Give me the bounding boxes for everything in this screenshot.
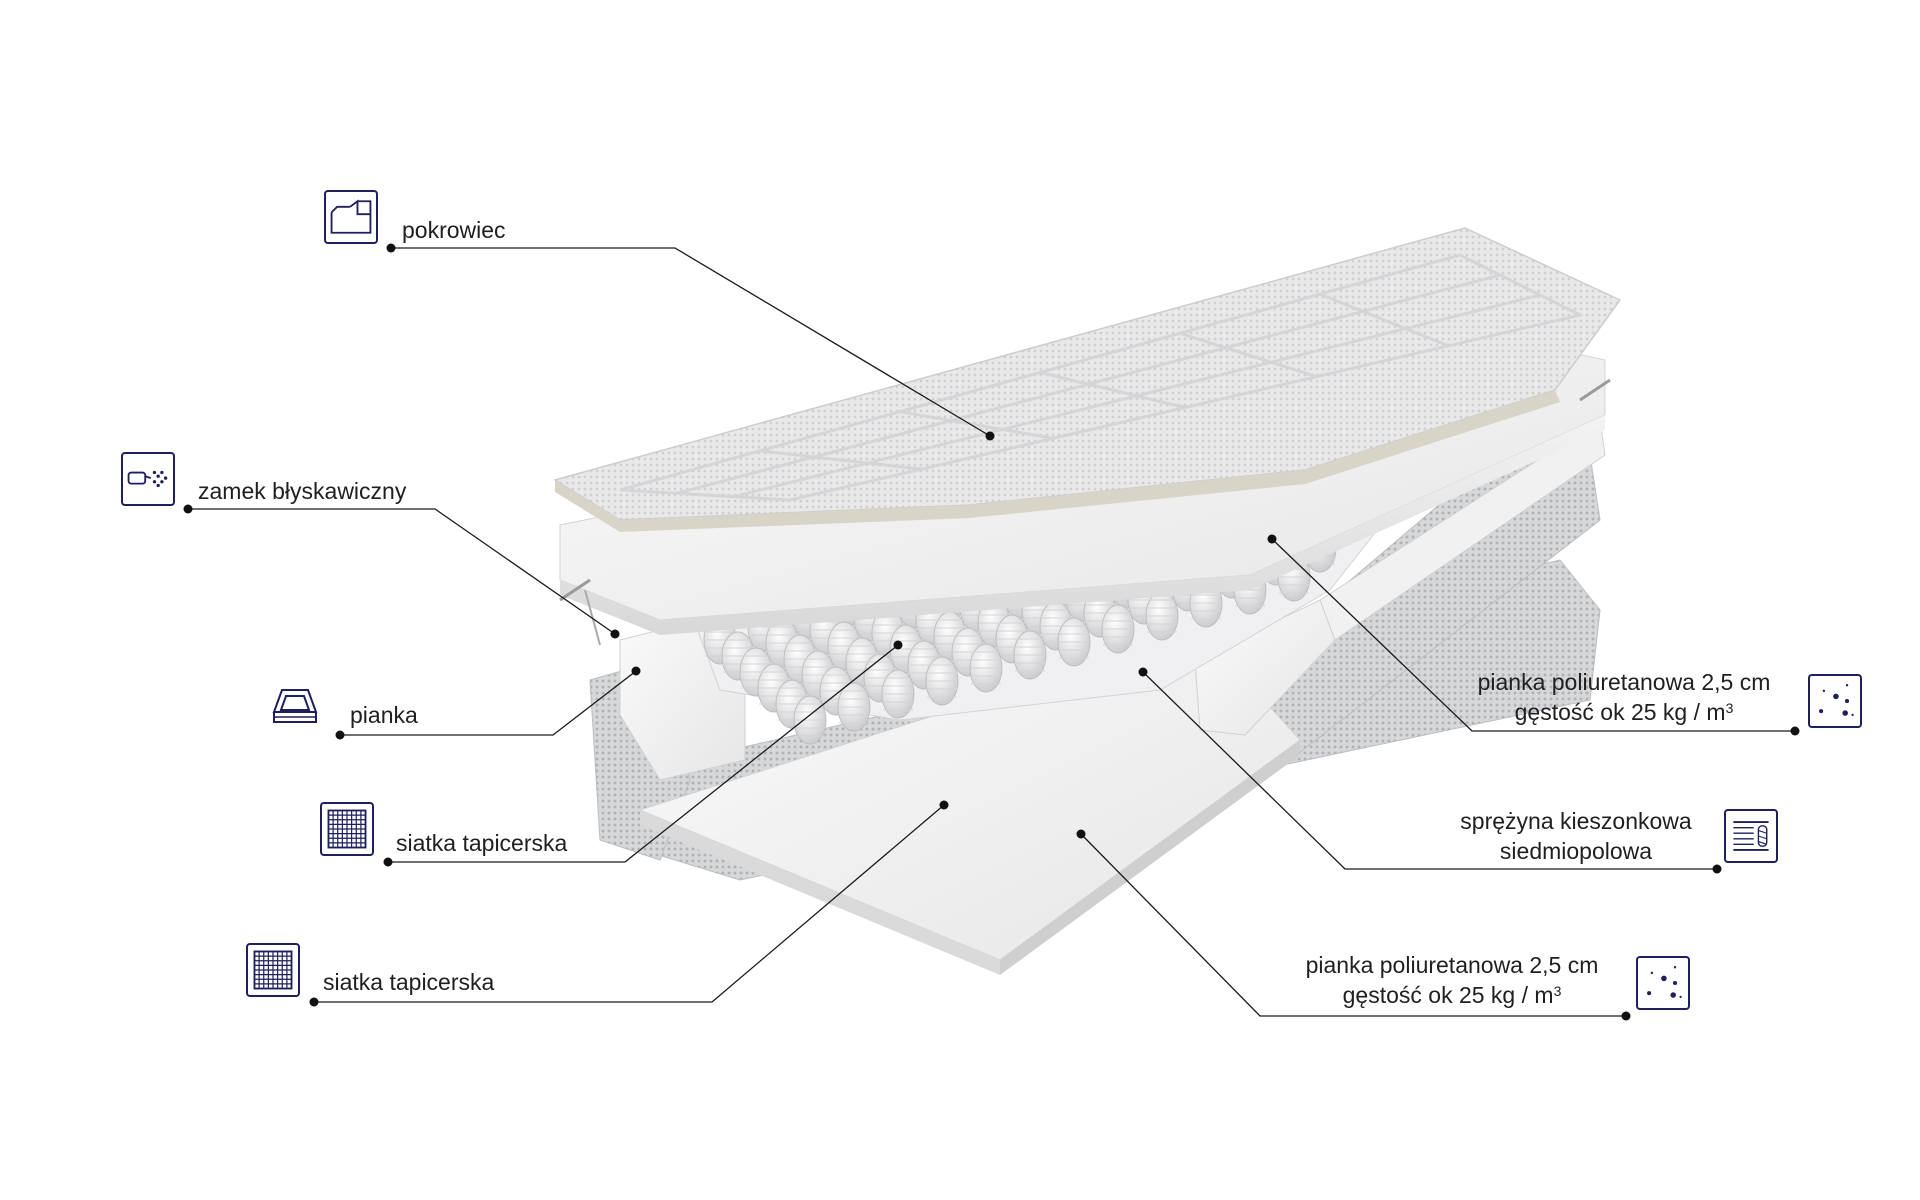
- quilt-seam-cross: [899, 410, 1054, 440]
- dot-pu-top-target: [1267, 534, 1277, 544]
- leader-mesh-upper: [388, 644, 899, 863]
- right-foam-block: [1194, 599, 1336, 736]
- label-pu-foam-bottom-line1: pianka poliuretanowa 2,5 cm: [1305, 952, 1599, 978]
- dot-spring-label: [1712, 864, 1722, 874]
- dot-zipper-label: [183, 504, 193, 514]
- label-spring: sprężyna kieszonkowa siedmiopolowa: [1436, 806, 1716, 866]
- quilt-seam-cross: [1319, 292, 1449, 348]
- leader-zipper: [188, 508, 616, 635]
- label-pu-foam-bottom-density: gęstość ok 25 kg / m: [1342, 982, 1554, 1008]
- label-pu-foam-top-sup: 3: [1725, 700, 1734, 716]
- leader-mesh-lower: [314, 804, 945, 1003]
- foam-tray-icon: [268, 680, 322, 734]
- leader-dots: [183, 243, 1800, 1021]
- foam-density-icon: [1808, 674, 1862, 728]
- label-pu-foam-bottom-sup: 3: [1553, 983, 1562, 999]
- quilt-seam-cross: [1039, 371, 1186, 409]
- dot-pu-bottom-target: [1076, 829, 1086, 839]
- leader-lines: [188, 247, 1795, 1017]
- label-cover: pokrowiec: [402, 217, 506, 243]
- pocket-spring-icon: [1724, 809, 1778, 863]
- label-mesh-lower: siatka tapicerska: [323, 969, 495, 995]
- dot-foam-target: [631, 666, 641, 676]
- label-pu-foam-bottom: pianka poliuretanowa 2,5 cm gęstość ok 2…: [1292, 950, 1612, 1010]
- dot-mesh-lower-label: [309, 997, 319, 1007]
- dot-mesh-upper-target: [893, 640, 903, 650]
- leader-spring: [1142, 671, 1717, 870]
- label-zipper: zamek błyskawiczny: [198, 478, 407, 504]
- label-pu-foam-top-density: gęstość ok 25 kg / m: [1514, 699, 1726, 725]
- leader-cover: [391, 247, 991, 437]
- mattress-illustration: [553, 227, 1622, 975]
- quilt-seam-cross: [759, 449, 922, 471]
- dot-spring-target: [1138, 667, 1148, 677]
- dot-cover-target: [985, 431, 995, 441]
- dot-foam-label: [335, 730, 345, 740]
- quilt-seam-long: [676, 273, 1501, 495]
- cover-sheet-icon: [324, 190, 378, 244]
- quilt-seam-cross: [619, 488, 791, 502]
- leader-pu-top: [1271, 538, 1795, 732]
- quilt-seam-long: [732, 293, 1541, 499]
- dot-pu-bottom-label: [1621, 1011, 1631, 1021]
- quilt-seam-cross: [1459, 253, 1581, 317]
- leader-pu-bottom: [1080, 833, 1626, 1017]
- label-foam: pianka: [350, 702, 418, 728]
- foam-density-icon: [1636, 956, 1690, 1010]
- dot-cover-label: [386, 243, 396, 253]
- dot-mesh-upper-label: [383, 857, 393, 867]
- label-spring-line1: sprężyna kieszonkowa: [1460, 808, 1692, 834]
- grid-mesh-icon: [246, 943, 300, 997]
- zipper-frame: [559, 378, 1611, 602]
- cover-quilting: [619, 253, 1581, 502]
- label-spring-line2: siedmiopolowa: [1499, 838, 1653, 864]
- label-pu-foam-bottom-line2: gęstość ok 25 kg / m3: [1292, 980, 1612, 1010]
- quilt-seam-long: [789, 313, 1581, 502]
- dot-pu-top-label: [1790, 726, 1800, 736]
- dot-zipper-target: [610, 629, 620, 639]
- label-pu-foam-top: pianka poliuretanowa 2,5 cm gęstość ok 2…: [1464, 667, 1784, 727]
- quilt-seam-long: [619, 253, 1461, 492]
- label-mesh-upper: siatka tapicerska: [396, 830, 568, 856]
- dot-mesh-lower-target: [939, 800, 949, 810]
- label-pu-foam-top-line2: gęstość ok 25 kg / m3: [1464, 697, 1784, 727]
- zipper-icon: [121, 452, 175, 506]
- label-pu-foam-top-line1: pianka poliuretanowa 2,5 cm: [1477, 669, 1771, 695]
- leader-foam: [340, 670, 637, 736]
- quilt-seam-cross: [1179, 331, 1318, 379]
- grid-mesh-icon: [320, 802, 374, 856]
